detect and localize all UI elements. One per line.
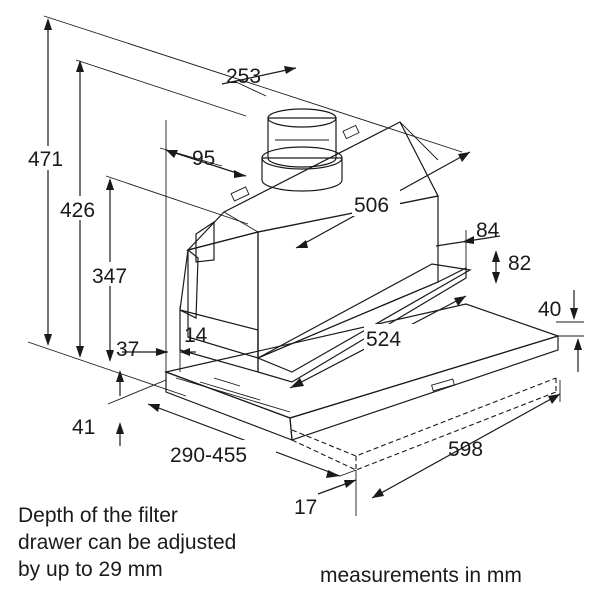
filter-drawer-extension: [291, 377, 557, 471]
note-filter-line-2: drawer can be adjusted: [18, 531, 236, 554]
canopy-front: [257, 267, 467, 383]
label-40: 40: [538, 298, 561, 321]
dim-line-253: [221, 67, 297, 85]
label-290-455: 290-455: [170, 444, 247, 467]
duct-collar: [261, 108, 343, 192]
label-506: 506: [354, 194, 389, 217]
note-filter-line-3: by up to 29 mm: [18, 558, 163, 581]
label-14: 14: [184, 324, 208, 347]
pull-out-drawer-front: [289, 335, 559, 441]
dim-line-598: [371, 393, 561, 499]
label-41: 41: [72, 416, 95, 439]
note-units: measurements in mm: [320, 564, 522, 587]
label-426: 426: [60, 199, 95, 222]
hood-top-face: [186, 121, 439, 252]
label-84: 84: [476, 219, 500, 242]
hood-side-flange: [179, 248, 199, 319]
label-82: 82: [508, 252, 531, 275]
hood-lock-tab: [195, 220, 215, 263]
label-347: 347: [92, 265, 127, 288]
label-17: 17: [294, 496, 317, 519]
dim-line-95: [165, 149, 247, 177]
label-95: 95: [192, 147, 215, 170]
label-598: 598: [448, 438, 483, 461]
dimension-labels: 471 426 347 253 95 506 84 82 40 524 37 1…: [26, 65, 561, 519]
label-253: 253: [226, 65, 261, 88]
label-37: 37: [116, 338, 139, 361]
label-471: 471: [28, 148, 63, 171]
note-filter-line-1: Depth of the filter: [18, 504, 178, 527]
notes: Depth of the filter drawer can be adjust…: [18, 504, 522, 587]
hood-body: [163, 108, 560, 471]
label-524: 524: [366, 328, 401, 351]
